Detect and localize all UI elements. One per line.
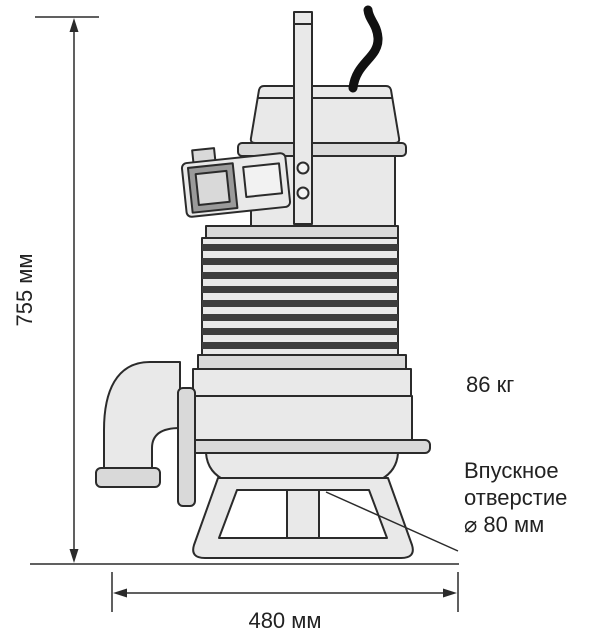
seal-plate — [185, 439, 431, 454]
nameplate — [242, 162, 284, 198]
discharge-flange-plate — [177, 387, 196, 507]
arrow-left-icon — [113, 588, 127, 598]
arrow-right-icon — [443, 588, 457, 598]
cooling-ribs — [202, 244, 398, 349]
cooling-rib — [202, 342, 398, 349]
weight-label: 86 кг — [466, 372, 514, 397]
volute-top-band — [192, 368, 412, 397]
height-dimension-label: 755 мм — [12, 253, 37, 326]
volute-casing — [191, 395, 413, 441]
base-stand — [192, 477, 414, 559]
arrow-down-icon — [69, 549, 79, 563]
cooling-rib — [202, 300, 398, 307]
outlet-flange — [95, 467, 161, 488]
width-dimension-label: 480 мм — [248, 608, 321, 633]
inlet-label-line1: Впускное — [464, 458, 559, 483]
cooling-rib — [202, 328, 398, 335]
junction-box — [180, 147, 292, 218]
width-dimension: 480 мм — [111, 572, 459, 633]
height-dimension: 755 мм — [12, 16, 459, 565]
inlet-label-line3: ⌀ 80 мм — [464, 512, 544, 537]
pump-drawing — [95, 5, 431, 559]
rib-collar — [205, 225, 399, 239]
discharge-elbow — [103, 361, 181, 469]
handle-screw-top — [296, 161, 310, 175]
cooling-jacket — [201, 237, 399, 356]
cooling-rib — [202, 286, 398, 293]
inlet-annotation: Впускное отверстие ⌀ 80 мм — [325, 458, 567, 552]
cable-connector-inner — [194, 169, 231, 206]
power-cable — [348, 5, 383, 93]
inlet-leader-line — [325, 491, 459, 552]
cooling-rib — [202, 258, 398, 265]
cooling-rib — [202, 244, 398, 251]
arrow-up-icon — [69, 18, 79, 32]
inlet-label-line2: отверстие — [464, 485, 567, 510]
cooling-rib — [202, 272, 398, 279]
cooling-rib — [202, 314, 398, 321]
motor-cap — [249, 85, 401, 144]
jacket-base-band — [197, 354, 407, 370]
handle-screw-bottom — [296, 186, 310, 200]
